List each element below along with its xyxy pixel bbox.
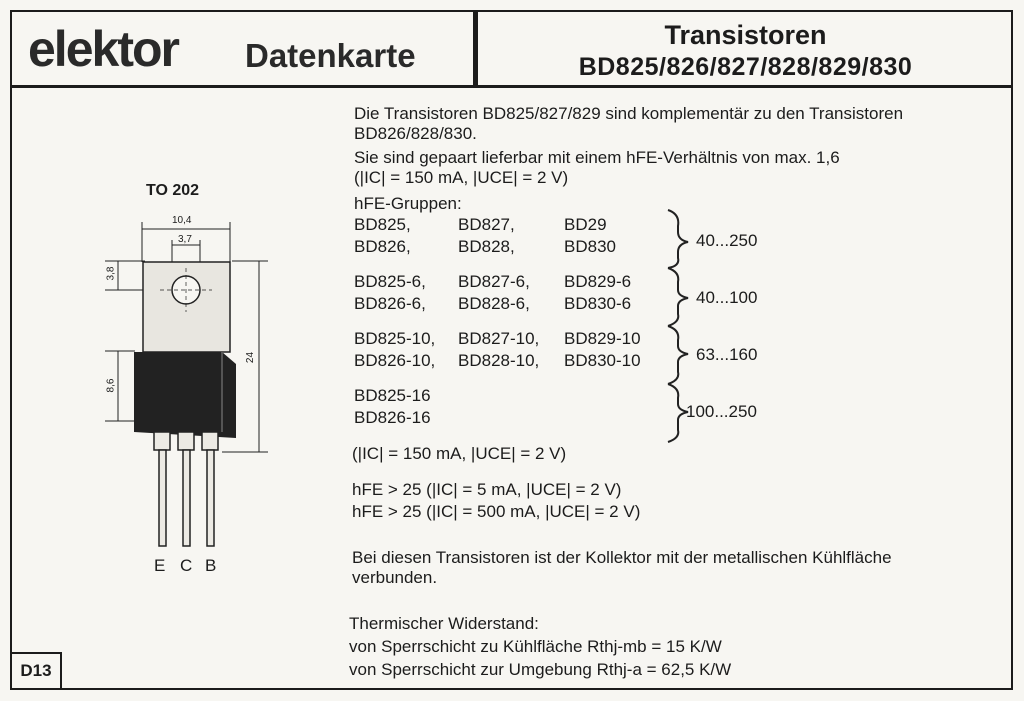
hfe-min-500ma: hFE > 25 (|IC| = 500 mA, |UCE| = 2 V) [352,502,641,521]
intro-line-2: BD826/828/830. [354,124,477,143]
group-cell: BD29 [564,215,607,234]
pin-label-e: E [154,556,166,575]
group-cell: BD826-10, [354,351,436,370]
group-cell: BD827-10, [458,329,540,348]
group-cell: BD825-6, [354,272,426,291]
datasheet-card [10,10,1013,690]
group-cell: BD827-6, [458,272,530,291]
hfe-min-5ma: hFE > 25 (|IC| = 5 mA, |UCE| = 2 V) [352,480,622,499]
thermal-heading: Thermischer Widerstand: [349,614,539,633]
group-range: 63...160 [696,345,758,364]
elektor-logo: elektor [28,21,180,77]
group-cell: BD828, [458,237,515,256]
pairing-line: Sie sind gepaart lieferbar mit einem hFE… [354,148,840,167]
group-cell: BD830-10 [564,351,641,370]
dim-hole: 3,7 [178,234,192,245]
group-range: 40...250 [696,231,758,250]
pairing-condition: (|IC| = 150 mA, |UCE| = 2 V) [354,168,569,187]
group-cell: BD828-10, [458,351,540,370]
group-cell: BD829-6 [564,272,632,291]
group-cell: BD826-6, [354,294,426,313]
page-badge: D13 [10,652,62,690]
page-title: Transistoren [664,20,827,50]
model-list: BD825/826/827/828/829/830 [578,53,913,81]
group-cell: BD826, [354,237,411,256]
dim-width: 10,4 [172,215,192,226]
group-cell: BD825-16 [354,386,431,405]
groups-heading: hFE-Gruppen: [354,194,462,213]
thermal-mb: von Sperrschicht zu Kühlfläche Rthj-mb =… [349,637,722,656]
intro-line-1: Die Transistoren BD825/827/829 sind komp… [354,104,904,123]
group-cell: BD829-10 [564,329,641,348]
package-name: TO 202 [146,182,200,199]
pin-label-b: B [205,556,217,575]
collector-note-2: verbunden. [352,568,438,587]
group-cell: BD825, [354,215,411,234]
group-cell: BD825-10, [354,329,436,348]
pin-label-c: C [180,556,193,575]
header-vertical-divider [473,10,478,87]
group-cell: BD830 [564,237,616,256]
groups-condition: (|IC| = 150 mA, |UCE| = 2 V) [352,444,567,463]
header-divider [10,85,1013,88]
group-range: 100...250 [686,402,757,421]
thermal-ambient: von Sperrschicht zur Umgebung Rthj-a = 6… [349,660,732,679]
group-cell: BD827, [458,215,515,234]
group-cell: BD826-16 [354,408,431,427]
logo-subtitle: Datenkarte [245,37,416,74]
group-cell: BD830-6 [564,294,632,313]
collector-note-1: Bei diesen Transistoren ist der Kollekto… [352,548,892,567]
group-range: 40...100 [696,288,758,307]
group-cell: BD828-6, [458,294,530,313]
